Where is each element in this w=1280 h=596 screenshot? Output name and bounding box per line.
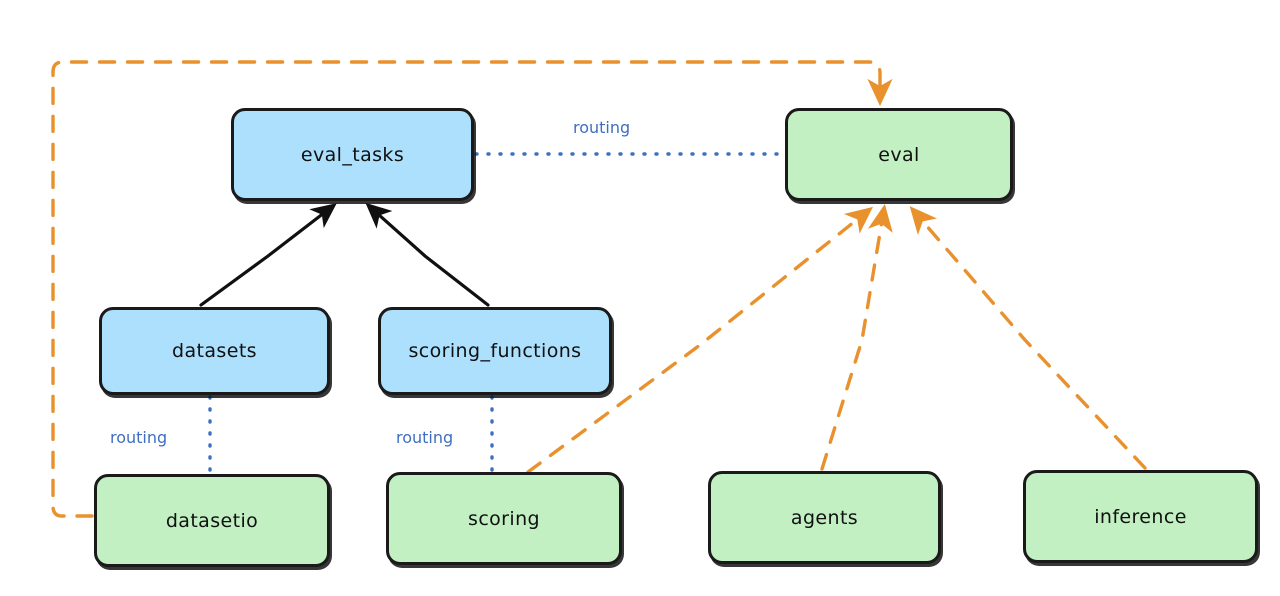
node-scoring-functions[interactable]: scoring_functions — [378, 307, 612, 395]
node-label-eval: eval — [878, 143, 920, 166]
node-label-scoring-functions: scoring_functions — [408, 340, 582, 362]
node-label-scoring: scoring — [468, 507, 540, 530]
edge-label-routing-scoring-functions-scoring: routing — [396, 428, 454, 447]
edge-eval-to-datasetio-dependency — [51, 60, 893, 518]
node-agents[interactable]: agents — [708, 471, 941, 564]
edge-label-routing-datasets-datasetio: routing — [110, 428, 168, 447]
node-inference[interactable]: inference — [1023, 470, 1258, 563]
edge-label-routing-eval-tasks-eval: routing — [573, 118, 631, 137]
node-label-agents: agents — [790, 506, 859, 529]
edge-scoring-functions-to-eval-tasks — [365, 202, 490, 307]
node-eval[interactable]: eval — [785, 108, 1013, 201]
edge-agents-to-eval-dependency — [820, 203, 893, 471]
node-scoring[interactable]: scoring — [386, 472, 622, 565]
node-datasetio[interactable]: datasetio — [94, 474, 330, 567]
node-label-inference: inference — [1094, 505, 1187, 528]
node-eval-tasks[interactable]: eval_tasks — [231, 108, 474, 201]
node-datasets[interactable]: datasets — [99, 307, 330, 395]
node-label-datasets: datasets — [172, 340, 257, 362]
node-label-datasetio: datasetio — [165, 509, 259, 532]
edge-scoring-to-eval-dependency — [526, 206, 873, 474]
edge-datasets-to-eval-tasks — [199, 203, 337, 307]
node-label-eval-tasks: eval_tasks — [300, 143, 405, 166]
edge-inference-to-eval-dependency — [909, 206, 1147, 470]
